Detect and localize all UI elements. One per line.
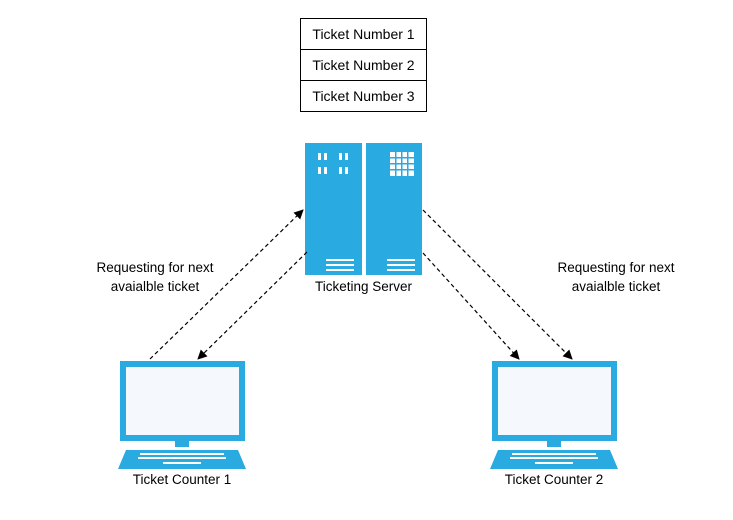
ticket-label: Ticket Number 2 <box>312 57 415 73</box>
request-arrow-left <box>149 209 304 360</box>
left-request-line2: avaialble ticket <box>110 279 200 294</box>
request-arrow-right <box>422 252 520 360</box>
laptop-icon-2 <box>490 361 618 469</box>
ticket-queue-item-3: Ticket Number 3 <box>300 80 427 112</box>
left-request-label: Requesting for next avaialble ticket <box>80 258 230 296</box>
server-icon <box>305 143 422 275</box>
right-request-label: Requesting for next avaialble ticket <box>541 258 691 296</box>
right-request-line1: Requesting for next <box>557 260 675 275</box>
left-request-line1: Requesting for next <box>96 260 214 275</box>
counter-2-label: Ticket Counter 2 <box>504 472 604 487</box>
response-arrow-left <box>197 251 308 360</box>
response-arrow-right <box>422 209 573 360</box>
ticket-label: Ticket Number 3 <box>312 88 415 104</box>
counter-1-label: Ticket Counter 1 <box>132 472 232 487</box>
laptop-icon-1 <box>118 361 246 469</box>
right-request-line2: avaialble ticket <box>571 279 661 294</box>
ticket-label: Ticket Number 1 <box>312 26 415 42</box>
ticket-queue-item-1: Ticket Number 1 <box>300 18 427 50</box>
server-label: Ticketing Server <box>314 279 413 294</box>
